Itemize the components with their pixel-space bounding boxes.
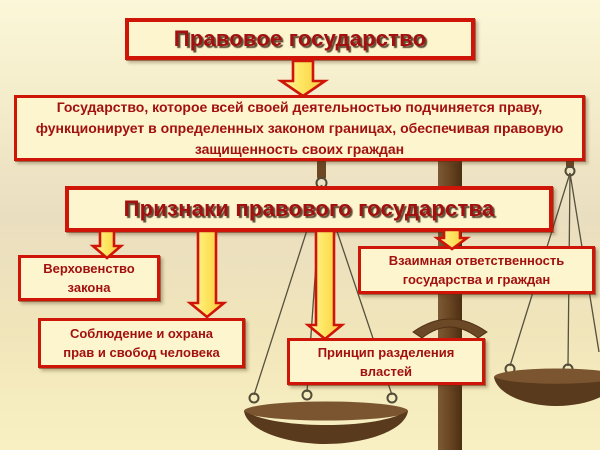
scale-ring xyxy=(248,392,260,404)
feature-label: Верховенство закона xyxy=(43,261,135,295)
feature-label: Взаимная ответственность государства и г… xyxy=(388,253,565,287)
scale-right-pan xyxy=(494,368,600,386)
scale-left-pan-bowl xyxy=(244,411,408,444)
slide-title: Правовое государство xyxy=(173,26,427,51)
feature-box-mutual-responsibility: Взаимная ответственность государства и г… xyxy=(358,246,595,294)
feature-box-rule-of-law: Верховенство закона xyxy=(18,255,160,301)
scale-left-pan xyxy=(244,401,408,421)
feature-box-rights-protection: Соблюдение и охрана прав и свобод челове… xyxy=(38,318,245,368)
scale-left-hanger xyxy=(317,155,326,179)
definition-box: Государство, которое всей своей деятельн… xyxy=(14,95,585,161)
definition-text: Государство, которое всей своей деятельн… xyxy=(35,98,564,157)
feature-label: Принцип разделения властей xyxy=(317,344,455,379)
features-heading: Признаки правового государства xyxy=(123,196,495,221)
features-heading-box: Признаки правового государства xyxy=(65,186,553,232)
title-box: Правовое государство xyxy=(125,18,475,60)
scale-ring xyxy=(386,392,398,404)
feature-box-separation-of-powers: Принцип разделения властей xyxy=(287,338,485,385)
scale-right-pan-bowl xyxy=(494,377,600,406)
scale-ring xyxy=(301,389,313,401)
feature-label: Соблюдение и охрана прав и свобод челове… xyxy=(63,326,220,360)
scale-crossbar xyxy=(412,318,488,339)
